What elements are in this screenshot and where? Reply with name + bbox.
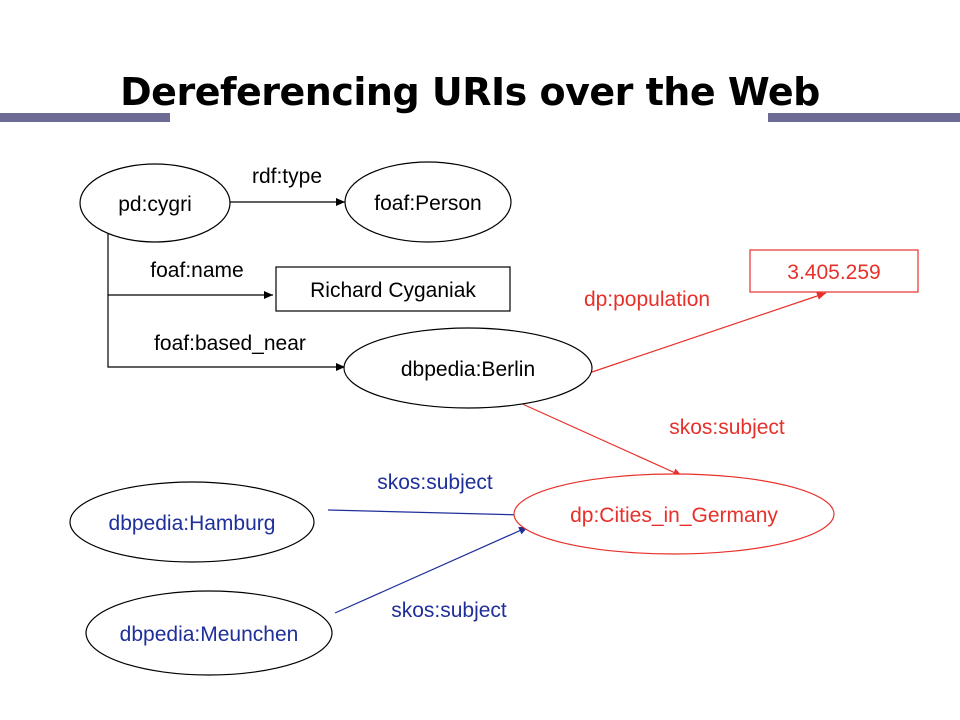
node-cities-ellipse bbox=[513, 473, 835, 555]
edge-skos-subject-hamburg bbox=[327, 509, 525, 519]
edge-label-skos-subject-berlin: skos:subject bbox=[669, 416, 785, 439]
edge-label-dp-population: dp:population bbox=[584, 288, 710, 311]
node-meunchen-ellipse bbox=[85, 590, 333, 676]
edge-label-foaf-name: foaf:name bbox=[150, 259, 243, 282]
node-berlin-ellipse bbox=[343, 327, 593, 409]
node-meunchen-label: dbpedia:Meunchen bbox=[120, 623, 299, 646]
node-population-box bbox=[749, 249, 919, 293]
edge-skos-subject-berlin bbox=[517, 401, 683, 477]
node-cygri-ellipse bbox=[79, 163, 231, 243]
edge-label-skos-subject-meunchen: skos:subject bbox=[391, 599, 507, 622]
node-hamburg-ellipse bbox=[69, 481, 315, 563]
edge-dp-population bbox=[591, 292, 827, 373]
node-population-label: 3.405.259 bbox=[787, 261, 880, 284]
node-richard-label: Richard Cyganiak bbox=[310, 279, 476, 302]
edge-skos-subject-meunchen bbox=[334, 526, 529, 614]
node-cities-label: dp:Cities_in_Germany bbox=[570, 504, 778, 527]
edge-foaf-based-near bbox=[107, 295, 345, 371]
title-rule-left bbox=[0, 113, 170, 122]
title-rule-right bbox=[768, 113, 960, 122]
edge-label-rdf-type: rdf:type bbox=[252, 165, 322, 188]
slide-title: Dereferencing URIs over the Web bbox=[120, 70, 820, 114]
node-person-ellipse bbox=[344, 161, 512, 243]
node-person-label: foaf:Person bbox=[374, 192, 481, 215]
node-hamburg-label: dbpedia:Hamburg bbox=[109, 512, 276, 535]
node-richard-box bbox=[275, 266, 511, 312]
edge-label-skos-subject-hamburg: skos:subject bbox=[377, 471, 493, 494]
node-cygri-label: pd:cygri bbox=[118, 193, 192, 216]
node-berlin-label: dbpedia:Berlin bbox=[401, 358, 535, 381]
edge-label-foaf-based-near: foaf:based_near bbox=[154, 332, 306, 355]
